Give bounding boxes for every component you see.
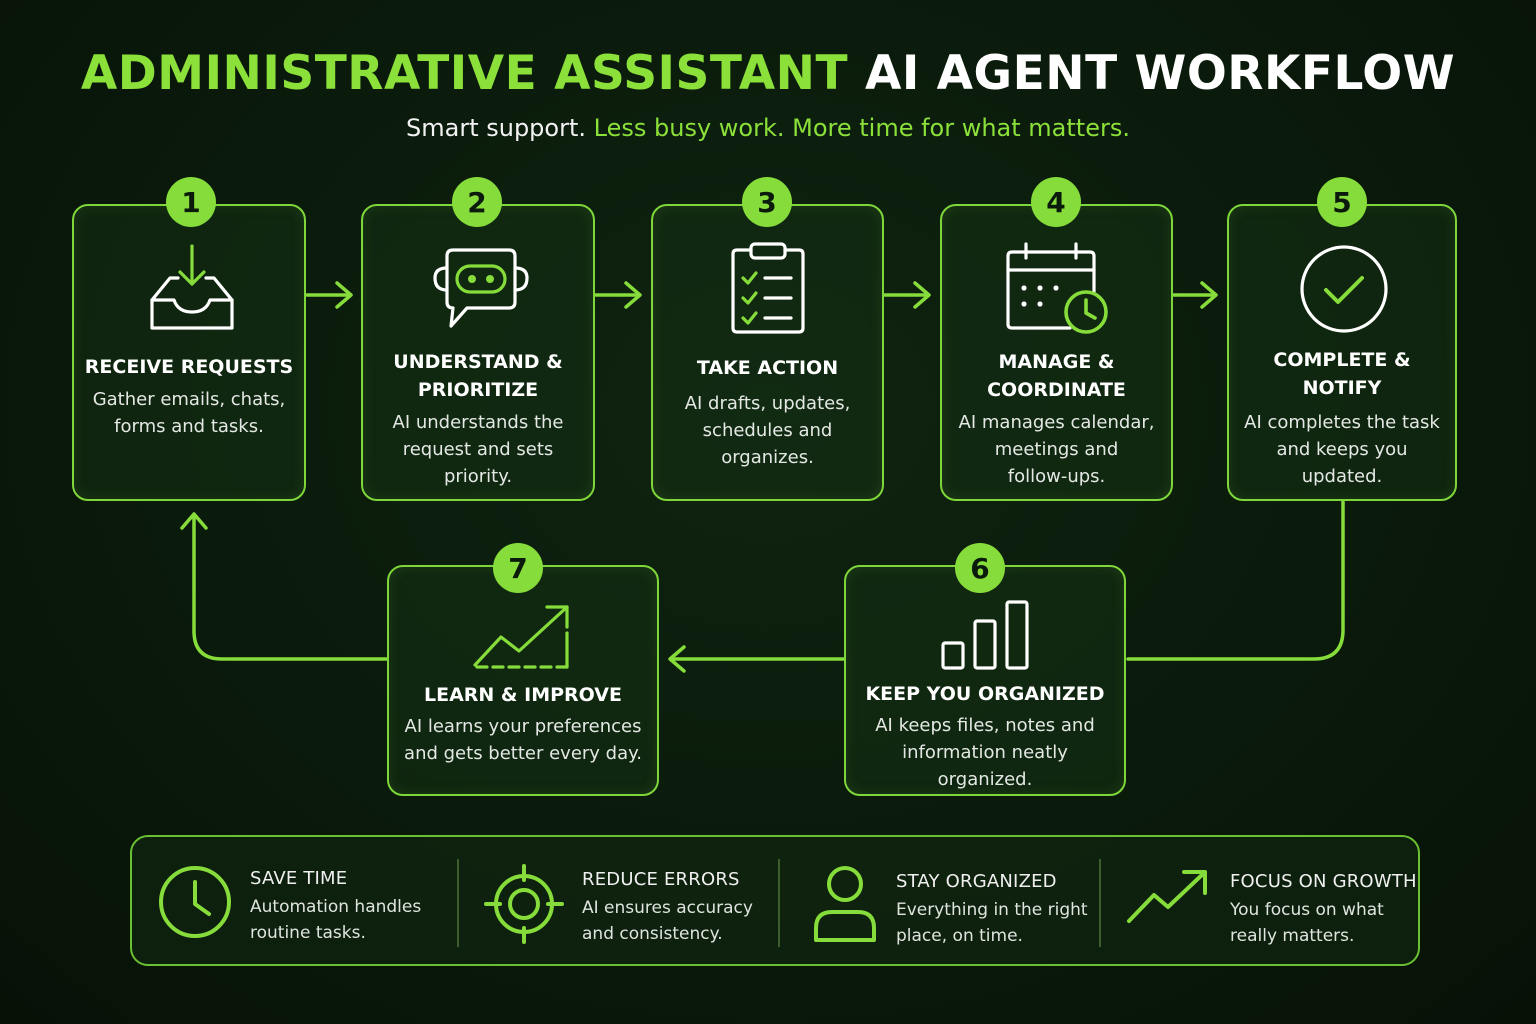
benefits-panel: SAVE TIME Automation handles routine tas… [130, 835, 1420, 966]
subtitle-highlight: Less busy work. More time for what matte… [593, 114, 1130, 142]
benefit-title: FOCUS ON GROWTH [1230, 871, 1417, 892]
step-title: KEEP YOU ORGANIZED [865, 683, 1105, 705]
trend-up-icon [473, 605, 569, 669]
step-number-badge: 6 [955, 543, 1005, 593]
step-description: AI drafts, updates, schedules and organi… [684, 393, 851, 468]
benefit-divider [1099, 859, 1101, 947]
person-icon [814, 866, 876, 942]
step-description: AI completes the task and keeps you upda… [1244, 412, 1440, 487]
target-icon [484, 864, 564, 944]
clock-icon [159, 866, 231, 938]
title-highlight: ADMINISTRATIVE ASSISTANT [80, 46, 849, 101]
bar-chart-icon [941, 600, 1029, 670]
step-card-3: TAKE ACTION AI drafts, updates, schedule… [651, 204, 884, 501]
step-description: AI learns your preferences and gets bett… [404, 716, 642, 764]
subtitle-lead: Smart support. [406, 114, 586, 142]
connector-2-3-arrowhead [624, 281, 642, 309]
connector-7-1 [192, 516, 388, 661]
benefit-description: Automation handles routine tasks. [250, 897, 422, 943]
step-card-2: UNDERSTAND & PRIORITIZE AI understands t… [361, 204, 595, 501]
step-title: TAKE ACTION [696, 357, 839, 379]
benefit-description: AI ensures accuracy and consistency. [582, 898, 753, 944]
step-card-4: MANAGE & COORDINATE AI manages calendar,… [940, 204, 1173, 501]
connector-4-5-arrowhead [1200, 281, 1218, 309]
step-card-7: LEARN & IMPROVE AI learns your preferenc… [387, 565, 659, 796]
step-description: Gather emails, chats, forms and tasks. [92, 389, 286, 437]
step-number-badge: 7 [493, 543, 543, 593]
benefit-divider [457, 859, 459, 947]
connector-5-6 [1126, 500, 1345, 661]
connector-6-7-arrowhead [668, 645, 686, 673]
step-title: LEARN & IMPROVE [424, 684, 622, 706]
step-description: AI keeps files, notes and information ne… [875, 715, 1095, 790]
step-card-5: COMPLETE & NOTIFY AI completes the task … [1227, 204, 1457, 501]
robot-chat-icon [433, 248, 529, 328]
benefit-description: You focus on what really matters. [1230, 900, 1384, 946]
step-card-6: KEEP YOU ORGANIZED AI keeps files, notes… [844, 565, 1126, 796]
connector-3-4-arrowhead [913, 281, 931, 309]
step-title: UNDERSTAND & PRIORITIZE [393, 351, 563, 401]
inbox-download-icon [150, 244, 234, 330]
check-circle-icon [1300, 245, 1388, 333]
step-title: COMPLETE & NOTIFY [1273, 349, 1411, 399]
connector-1-2-arrowhead [335, 281, 353, 309]
benefit-title: STAY ORGANIZED [896, 871, 1057, 892]
step-number-badge: 2 [452, 177, 502, 227]
step-number-badge: 3 [742, 177, 792, 227]
benefit-title: REDUCE ERRORS [582, 869, 740, 890]
step-description: AI manages calendar, meetings and follow… [958, 412, 1155, 487]
step-title: MANAGE & COORDINATE [987, 351, 1126, 401]
benefit-description: Everything in the right place, on time. [896, 900, 1088, 946]
page-title: ADMINISTRATIVE ASSISTANT AI AGENT WORKFL… [0, 46, 1536, 101]
step-description: AI understands the request and sets prio… [392, 412, 564, 487]
step-number-badge: 4 [1031, 177, 1081, 227]
clipboard-checklist-icon [731, 242, 805, 334]
title-main: AI AGENT WORKFLOW [864, 46, 1456, 101]
benefit-divider [778, 859, 780, 947]
step-card-1: RECEIVE REQUESTS Gather emails, chats, f… [72, 204, 306, 501]
growth-arrow-icon [1127, 870, 1207, 923]
page-subtitle: Smart support. Less busy work. More time… [0, 114, 1536, 142]
step-number-badge: 1 [166, 177, 216, 227]
step-title: RECEIVE REQUESTS [84, 356, 294, 378]
step-number-badge: 5 [1317, 177, 1367, 227]
calendar-clock-icon [1006, 242, 1108, 334]
connector-7-1-arrowhead [180, 512, 208, 530]
benefit-title: SAVE TIME [250, 868, 348, 889]
